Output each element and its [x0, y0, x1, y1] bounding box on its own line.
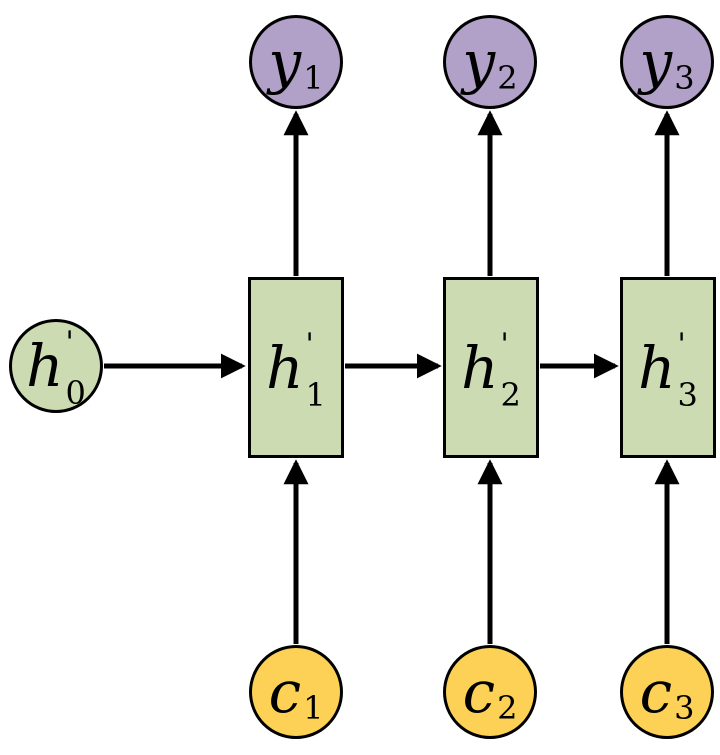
label-base: h	[461, 333, 499, 402]
label-subscript: 0	[65, 374, 86, 413]
node-label: h'3	[638, 329, 698, 411]
label-subscript: 2	[497, 689, 518, 727]
label-subscript: 3	[677, 375, 698, 414]
hidden-state-node-h0: h'0	[9, 319, 103, 413]
label-prime: '	[677, 326, 686, 362]
node-label: h'0	[26, 328, 86, 410]
label-subscript: 1	[303, 59, 324, 97]
label-subscript: 3	[674, 689, 695, 727]
label-subscript: 3	[674, 59, 695, 97]
label-base: c	[462, 658, 496, 726]
label-base: c	[639, 658, 673, 726]
label-prime: '	[65, 325, 74, 360]
label-base: y	[462, 28, 496, 96]
label-stack: '2	[500, 326, 521, 414]
hidden-state-node-h3: h'3	[620, 277, 716, 458]
label-base: c	[268, 658, 302, 726]
label-subscript: 2	[500, 375, 521, 414]
hidden-state-node-h1: h'1	[248, 277, 344, 458]
label-base: h	[638, 333, 676, 402]
label-stack: '3	[677, 326, 698, 414]
label-stack: '0	[65, 325, 86, 413]
label-base: h	[266, 333, 304, 402]
node-label: h'2	[461, 329, 521, 411]
label-base: h	[26, 332, 64, 400]
node-label: h'1	[266, 329, 326, 411]
label-prime: '	[305, 326, 314, 362]
label-subscript: 1	[305, 375, 326, 414]
label-prime: '	[500, 326, 509, 362]
label-base: y	[268, 28, 302, 96]
label-stack: '1	[305, 326, 326, 414]
label-subscript: 1	[303, 689, 324, 727]
label-base: y	[639, 28, 673, 96]
label-subscript: 2	[497, 59, 518, 97]
hidden-state-node-h2: h'2	[443, 277, 539, 458]
